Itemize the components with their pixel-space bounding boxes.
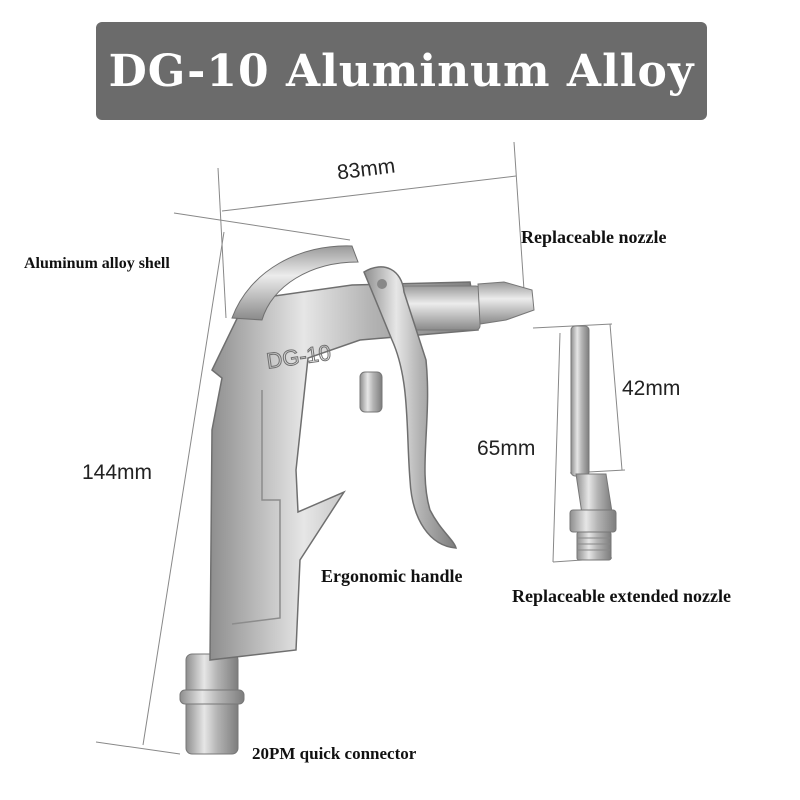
extended-nozzle-label: Replaceable extended nozzle xyxy=(512,586,731,606)
nozzle-total-dimension: 65mm xyxy=(477,437,536,460)
blow-gun: DG-10 xyxy=(179,245,535,755)
nozzle-tip xyxy=(477,281,535,325)
extended-nozzle-part xyxy=(569,325,617,561)
handle-label: Ergonomic handle xyxy=(321,566,463,586)
shell-label: Aluminum alloy shell xyxy=(24,255,170,272)
connector-label: 20PM quick connector xyxy=(252,744,417,763)
trigger-lever xyxy=(363,266,457,549)
height-dimension: 144mm xyxy=(82,461,153,484)
dimension-lines xyxy=(95,141,626,755)
nozzle-label: Replaceable nozzle xyxy=(521,227,667,247)
page-title: DG-10 Aluminum Alloy xyxy=(108,45,695,97)
gun-body xyxy=(209,281,479,661)
nozzle-tube-dimension: 42mm xyxy=(622,377,681,400)
title-banner: DG-10 Aluminum Alloy xyxy=(96,22,707,120)
